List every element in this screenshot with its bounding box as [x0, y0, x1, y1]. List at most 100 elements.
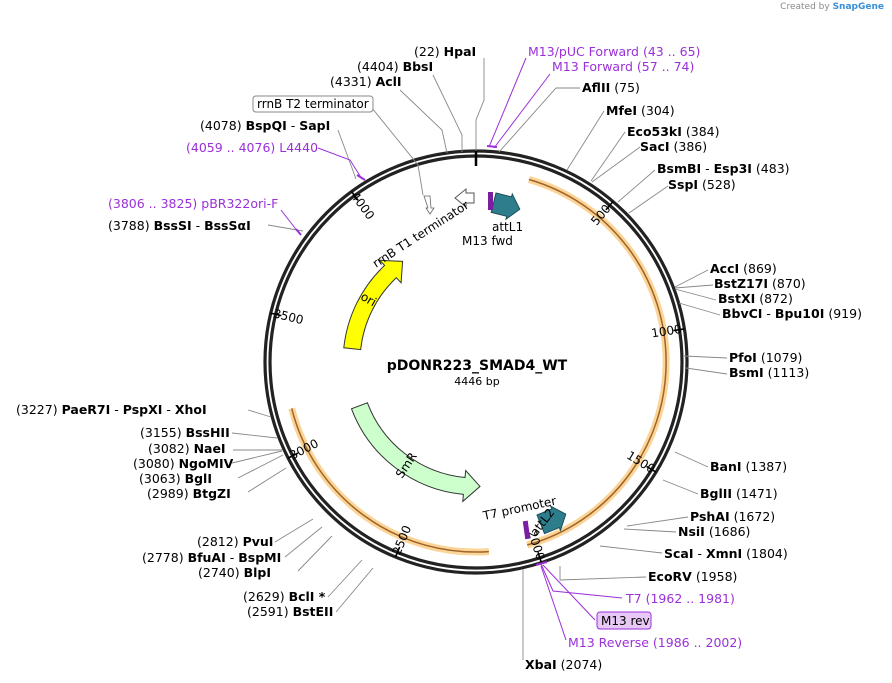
site-name-bsshii-0: BssHII	[186, 425, 230, 440]
site-pos-hpai: (22)	[414, 44, 440, 59]
leader-bani	[674, 451, 709, 468]
rrnb-t1-terminator-glyph	[454, 187, 475, 209]
rrnb-t2-terminator-box	[252, 95, 374, 113]
site-pos-bbvci: (919)	[828, 306, 862, 321]
site-name-bgli-0: BglI	[185, 471, 212, 486]
site-scai: ScaI - XmnI (1804)	[664, 546, 788, 561]
leader-aflii	[498, 87, 580, 153]
site-pos-bstz17i: (870)	[772, 276, 806, 291]
feature-ori	[343, 259, 404, 351]
leader-m13revp	[540, 565, 567, 641]
site-pos-btgzi: (2989)	[147, 486, 189, 501]
site-pos-ecorv: (1958)	[696, 569, 738, 584]
leader-pfoi	[683, 355, 728, 359]
primer-l4440: (4059 .. 4076) L4440	[186, 140, 318, 155]
leader-pvui	[274, 518, 314, 543]
primer-name-pbr322: pBR322ori-F	[201, 196, 278, 211]
site-pos-pvui: (2812)	[197, 534, 239, 549]
site-pos-nsii: (1686)	[709, 524, 751, 539]
site-bstz17i: BstZ17I (870)	[714, 276, 806, 291]
primer-name-t7p: T7	[625, 591, 642, 606]
label-m13fwd: M13 fwd	[462, 234, 513, 248]
tick-mark-3500	[270, 312, 282, 317]
site-bfuai: (2778) BfuAI - BspMI	[142, 550, 281, 565]
leader-bglii	[662, 479, 699, 495]
site-acli: (4331) AclI	[330, 74, 402, 89]
site-pos-bglii: (1471)	[736, 486, 778, 501]
site-bgli: (3063) BglI	[139, 471, 212, 486]
site-naei: (3082) NaeI	[148, 441, 226, 456]
site-name-bani-0: BanI	[710, 459, 742, 474]
leader-scai	[599, 545, 663, 554]
site-name-bsssi-1: BssSαI	[204, 218, 251, 233]
site-pfoi: PfoI (1079)	[729, 350, 802, 365]
leader-bcli	[327, 559, 363, 598]
site-sspi: SspI (528)	[668, 177, 736, 192]
site-name-scai-1: XmnI	[706, 546, 742, 561]
site-pos-acci: (869)	[743, 261, 777, 276]
leader-saci	[591, 146, 641, 183]
tick-label-1000: 1000	[650, 322, 682, 341]
leader-bspqi	[337, 129, 357, 180]
site-pos-bani: (1387)	[746, 459, 788, 474]
leader-rrnbt2	[371, 107, 424, 196]
primer-marks	[295, 145, 548, 566]
site-mfei: MfeI (304)	[606, 103, 675, 118]
site-acci: AccI (869)	[710, 261, 777, 276]
site-name-aflii-0: AflII	[582, 80, 610, 95]
site-pos-pfoi: (1079)	[761, 350, 803, 365]
site-aflii: AflII (75)	[582, 80, 640, 95]
leader-layer	[231, 58, 728, 660]
site-name-bstxi-0: BstXI	[718, 291, 755, 306]
site-name-xbai-0: XbaI	[525, 657, 557, 672]
primer-m13revp: M13 Reverse (1986 .. 2002)	[568, 635, 742, 650]
site-name-hpai-0: HpaI	[444, 44, 477, 59]
site-bsshii: (3155) BssHII	[140, 425, 230, 440]
site-name-pfoi-0: PfoI	[729, 350, 757, 365]
leader-ngomiv	[231, 450, 283, 464]
site-name-bsssi-0: BssSI	[154, 218, 192, 233]
site-bbsi: (4404) BbsI	[357, 59, 433, 74]
site-bstxi: BstXI (872)	[718, 291, 793, 306]
site-pos-naei: (3082)	[148, 441, 190, 456]
leader-btgzi	[247, 467, 287, 493]
leader-hpai	[475, 58, 485, 151]
site-name-bsmbi-1: Esp3I	[714, 161, 752, 176]
site-name-bglii-0: BglII	[700, 486, 732, 501]
label-m13rev: M13 rev	[601, 614, 650, 628]
primer-name-l4440: L4440	[279, 140, 318, 155]
site-name-bspqi-1: SapI	[299, 118, 330, 133]
tick-mark-3000	[287, 452, 299, 459]
label-attl1: attL1	[492, 220, 523, 234]
site-name-bfuai-0: BfuAI	[188, 550, 226, 565]
restriction-site-labels: (22) HpaI(4404) BbsI(4331) AclI(4078) Bs…	[16, 44, 862, 672]
primer-t7p: T7 (1962 .. 1981)	[625, 591, 735, 606]
primer-range-m13puc: (43 .. 65)	[643, 44, 700, 59]
site-ngomiv: (3080) NgoMIV	[133, 456, 234, 471]
snapgene-logo: SnapGene	[832, 2, 884, 12]
site-pos-sspi: (528)	[702, 177, 736, 192]
leader-pbr322	[280, 209, 299, 233]
site-name-acli-0: AclI	[376, 74, 402, 89]
site-name-bbvci-1: Bpu10I	[775, 306, 824, 321]
mark-m13puc	[486, 145, 498, 148]
tick-mark-2000	[537, 551, 543, 563]
site-bcli: (2629) BclI *	[243, 589, 326, 604]
label-rrnbt1: rrnB T1 terminator	[370, 198, 471, 271]
site-pos-bsssi: (3788)	[108, 218, 150, 233]
snapgene-credit: Created by SnapGene	[780, 2, 884, 12]
rrnb-t2-terminator-glyph	[423, 195, 435, 215]
site-ecorv: EcoRV (1958)	[648, 569, 737, 584]
site-paer7i: (3227) PaeR7I - PspXI - XhoI	[16, 402, 207, 417]
site-name-pvui-0: PvuI	[243, 534, 274, 549]
site-pos-acli: (4331)	[330, 74, 372, 89]
tick-mark-1000	[673, 328, 685, 332]
site-hpai: (22) HpaI	[414, 44, 476, 59]
site-pos-bsmi: (1113)	[768, 365, 810, 380]
site-name-paer7i-2: XhoI	[175, 402, 207, 417]
credit-prefix: Created by	[780, 2, 830, 12]
site-pos-bsmbi: (483)	[756, 161, 790, 176]
leader-blpi	[297, 535, 333, 572]
